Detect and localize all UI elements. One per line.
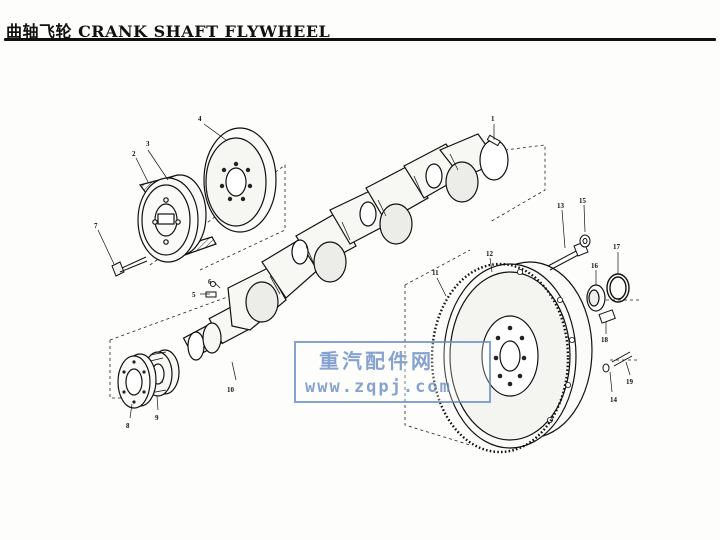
leader-lines: [97, 123, 631, 419]
callout-2: 2: [132, 150, 136, 158]
callout-11: 11: [432, 269, 439, 277]
callout-7: 7: [94, 222, 98, 230]
callout-1: 1: [491, 115, 495, 123]
callout-17: 17: [613, 243, 621, 251]
lock-washer: [579, 234, 591, 248]
callout-5: 5: [192, 291, 196, 299]
front-bearing: [117, 353, 157, 409]
callout-9: 9: [155, 414, 159, 422]
callout-18: 18: [601, 336, 609, 344]
callout-3: 3: [146, 140, 150, 148]
callout-15: 15: [579, 197, 587, 205]
dowel-pin: [486, 134, 501, 147]
crank-pulley: [137, 174, 217, 263]
callout-12: 12: [486, 250, 494, 258]
woodruff-key: [205, 281, 217, 298]
page-title: 曲轴飞轮 CRANK SHAFT FLYWHEEL: [6, 22, 331, 41]
callout-16: 16: [591, 262, 599, 270]
callout-4: 4: [198, 115, 202, 123]
callout-labels: 1 2 3 4 5 6 7 8 9 10 11 12 13 14 15 16 1…: [94, 115, 634, 430]
bolt-18: [598, 309, 616, 324]
callout-13: 13: [557, 202, 565, 210]
title-underline: [4, 38, 716, 41]
pulley-bolt: [111, 256, 148, 277]
callout-6: 6: [208, 278, 212, 286]
retaining-ring: [606, 273, 630, 303]
callout-14: 14: [610, 396, 618, 404]
watermark-url: www.zqpj.com: [305, 377, 452, 397]
vibration-damper: [203, 127, 277, 233]
ring-gear: [430, 262, 570, 454]
callout-19: 19: [626, 378, 634, 386]
bolt-19: [602, 351, 633, 373]
callout-8: 8: [126, 422, 130, 430]
callout-10: 10: [227, 386, 235, 394]
watermark: 重汽配件网 www.zqpj.com: [294, 341, 491, 403]
crankshaft: [182, 133, 509, 361]
pilot-bearing: [586, 284, 606, 312]
watermark-name: 重汽配件网: [319, 349, 434, 373]
